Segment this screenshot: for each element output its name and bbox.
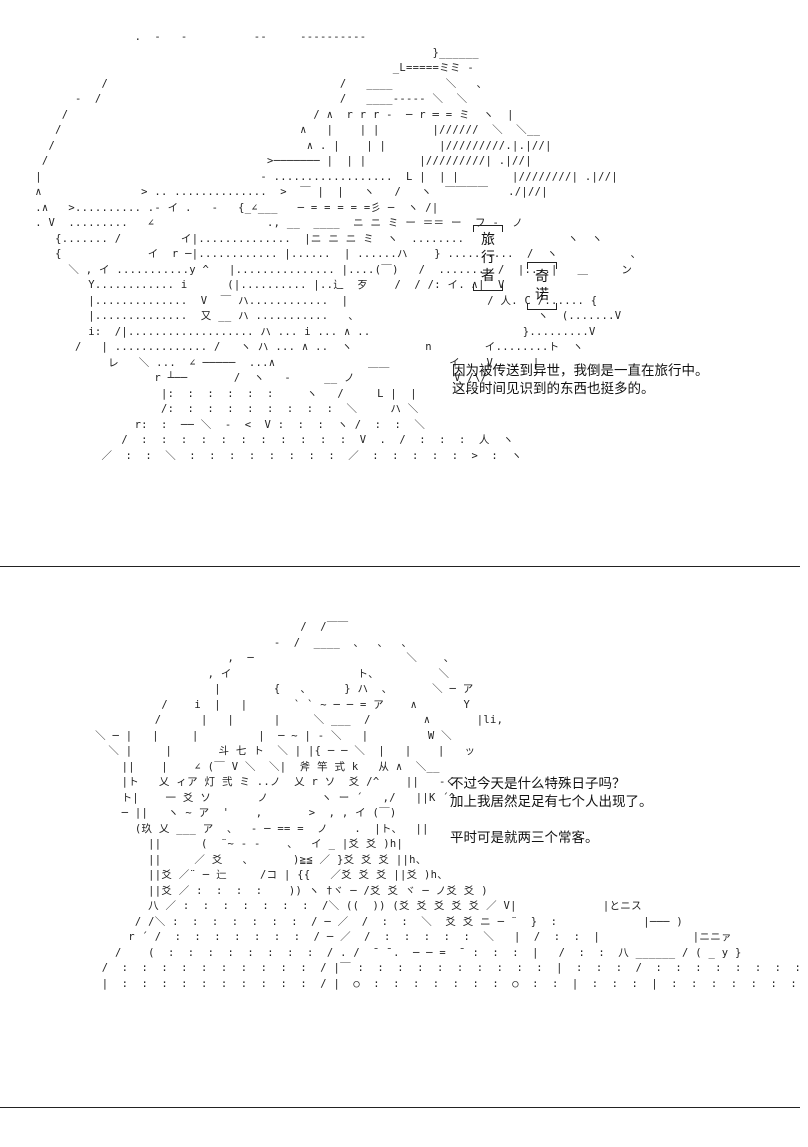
- panel-divider: [0, 566, 800, 567]
- narration-line-1: 这段时间见识到的东西也挺多的。: [452, 381, 655, 397]
- art-line: i: /|................... ハ ... i ... ∧ .…: [22, 325, 596, 338]
- art-line: | { 、 } ハ 、 ＼ ─ ア: [62, 683, 474, 695]
- art-line: _L=====ミミ -: [22, 62, 474, 74]
- art-line: レ ＼ ... ∠ ───── ...∧ ＿＿ イ V..... |: [22, 356, 540, 369]
- art-line: | - .................. L | | | |////////…: [22, 170, 618, 183]
- art-line: Y............ i (|.......... |..辶 歹 / / …: [22, 279, 505, 291]
- art-line: 八 ／ : : : : : : : /＼ (( )) (爻 爻 爻 爻 爻 ／ …: [62, 900, 642, 912]
- art-line: - / / ____----- ＼ ＼: [22, 93, 468, 105]
- art-line: ト| 一 爻 ソ ノ ヽ ー ´ ,/ ||K ´^: [62, 791, 456, 804]
- art-line: / ( : : : : : : : : / . / ̄ ̄ . ─ ─ = ̄ …: [62, 946, 742, 959]
- nameplate-traveler: 旅行者: [473, 225, 503, 291]
- nameplate-kino: 奇诺: [527, 262, 557, 310]
- art-line: / /＼ : : : : : : : / ─ ／ / : : ＼ 爻 爻 ニ ─…: [62, 915, 684, 928]
- art-line: - / ____ 、 、 、: [62, 636, 413, 649]
- nameplate-char: 诺: [535, 287, 549, 303]
- art-line: || ／ 爻 、 )≧≦ ／ }爻 爻 爻 ||h、: [62, 853, 427, 866]
- nameplate-char: 行: [481, 250, 495, 266]
- art-line: r: : ── ＼ - < V : : : ヽ / : : ＼: [22, 418, 426, 431]
- art-line: }______: [22, 46, 479, 59]
- narration-line-3: 平时可是就两三个常客。: [450, 830, 599, 846]
- art-line: |ト 乂 ィア 灯 弐 ミ ..ノ 乂 r ソ 爻 /^ || -く: [62, 776, 457, 788]
- art-line: / : : : : : : : : : : / |￣ : : : : : : :…: [62, 962, 808, 974]
- art-line: | : : : : : : : : : : / | ○ : : : : : : …: [62, 977, 808, 990]
- art-line: ／ : : ＼ : : : : : : : : ／ : : : : : > : …: [22, 449, 523, 462]
- art-line: / / ____ ＼ 、: [22, 77, 488, 90]
- art-line: / ∧ | | | |////// ＼ ＼__: [22, 124, 541, 136]
- art-line: / | | | ＼ ___ / ∧ |li,: [62, 714, 504, 726]
- panel-divider-bottom: [0, 1107, 800, 1108]
- art-line: , ─ ＼ 、: [62, 652, 455, 664]
- art-line: ＼ | | 斗 七 ト ＼ | |{ ─ ─ ＼ | | | ッ: [62, 745, 476, 757]
- art-line: ＼ ─ | | | | ─ ~ | - ＼ | W ＼: [62, 729, 452, 742]
- art-line: {....... / イ|.............. |ニ ニ ニ ミ ヽ .…: [22, 232, 603, 245]
- art-line: ＼ , イ ...........y ^ |............... |.…: [22, 263, 633, 276]
- art-line: / : : : : : : : : : : : V . / : : : 人 ヽ: [22, 434, 514, 446]
- art-line: , イ ト、 ＼: [62, 667, 450, 680]
- narration-2: 不过今天是什么特殊日子吗？ 加上我居然足足有七个人出现了。 平时可是就两三个常客。: [450, 775, 653, 847]
- ascii-art-traveler: . - - -- ---------- }______ _L=====ミミ - …: [22, 30, 641, 464]
- art-line: { イ r ─|............ |...... | ......ハ }…: [22, 248, 642, 260]
- nameplate-char: 奇: [535, 269, 549, 285]
- art-line: ─ || ヽ ~ ア ' , > , , イ (￣): [62, 807, 397, 819]
- narration-line-2: [450, 811, 653, 829]
- art-line: / >─────── | | | |/////////| .|//|: [22, 155, 532, 167]
- art-line: . V ......... ∠ ., __ ____ ニ ニ ミ ー ＝＝ ー …: [22, 217, 524, 229]
- art-line: || ( ¨~ - - 、 イ _ |爻 爻 )h|: [62, 838, 404, 850]
- art-line: / /￣￣: [62, 621, 349, 633]
- panel-2: / /￣￣ - / ____ 、 、 、 , ─ ＼ 、 , イ ト、 ＼ |: [0, 570, 808, 1110]
- art-line: (玖 乂 ___ ア 、 - ─ == = ノ . |ト、 ||: [62, 822, 429, 835]
- art-line: . - - -- ----------: [22, 31, 367, 43]
- art-line: ∧ > .. .............. > ￣ | | ヽ / ヽ ￣￣￣￣…: [22, 186, 548, 198]
- narration-1: 因为被传送到异世，我倒是一直在旅行中。这段时间见识到的东西也挺多的。: [452, 362, 709, 398]
- art-line: / ∧ . | | | |/////////.|.|//|: [22, 139, 552, 152]
- art-line: /: : : : : : : : : ＼ ハ ＼: [22, 403, 419, 415]
- art-line: .∧ >.......... .- イ . - {_∠___ ─ = = = =…: [22, 201, 439, 214]
- art-line: |: : : : : : ヽ / L | |: [22, 387, 417, 400]
- panel-1: . - - -- ---------- }______ _L=====ミミ - …: [0, 0, 808, 568]
- narration-line-0: 因为被传送到异世，我倒是一直在旅行中。: [452, 363, 709, 379]
- art-line: |.............. V ￣ ハ............ | / 人.…: [22, 294, 598, 307]
- art-line: ||爻 ／ : : : : )) ヽ †ヾ ─ /爻 爻 ヾ ─ ノ爻 爻 ): [62, 884, 488, 897]
- art-line: |.............. 又 __ ハ ........... 、 ヽ (…: [22, 310, 622, 322]
- art-line: / / ∧ r r r - ─ r ═ = ミ ヽ |: [22, 108, 514, 121]
- narration-line-0: 不过今天是什么特殊日子吗？: [450, 776, 626, 792]
- nameplate-char: 者: [481, 268, 495, 284]
- art-line: r ┴── / ヽ - __ ノ V /\/: [22, 372, 488, 384]
- art-line: r ´ / : : : : : : : / ─ ／ / : : : : : ＼ …: [62, 931, 732, 943]
- art-line: / | .............. / ヽ ハ ... ∧ .. ヽ n イ.…: [22, 341, 584, 353]
- art-line: || | ∠ (￣ V ＼ ＼| 斧 竿 式 k 从 ∧ ＼__: [62, 760, 440, 773]
- ascii-art-shopkeeper: / /￣￣ - / ____ 、 、 、 , ─ ＼ 、 , イ ト、 ＼ |: [62, 620, 808, 992]
- art-line: ||爻 ／¨ ─ 辷 /コ | {{ ／爻 爻 爻 ||爻 )h、: [62, 869, 449, 881]
- art-line: / i | | ` ` ~ ─ ─ = ア ∧ Y: [62, 698, 471, 711]
- nameplate-char: 旅: [481, 232, 495, 248]
- narration-line-1: 加上我居然足足有七个人出现了。: [450, 794, 653, 810]
